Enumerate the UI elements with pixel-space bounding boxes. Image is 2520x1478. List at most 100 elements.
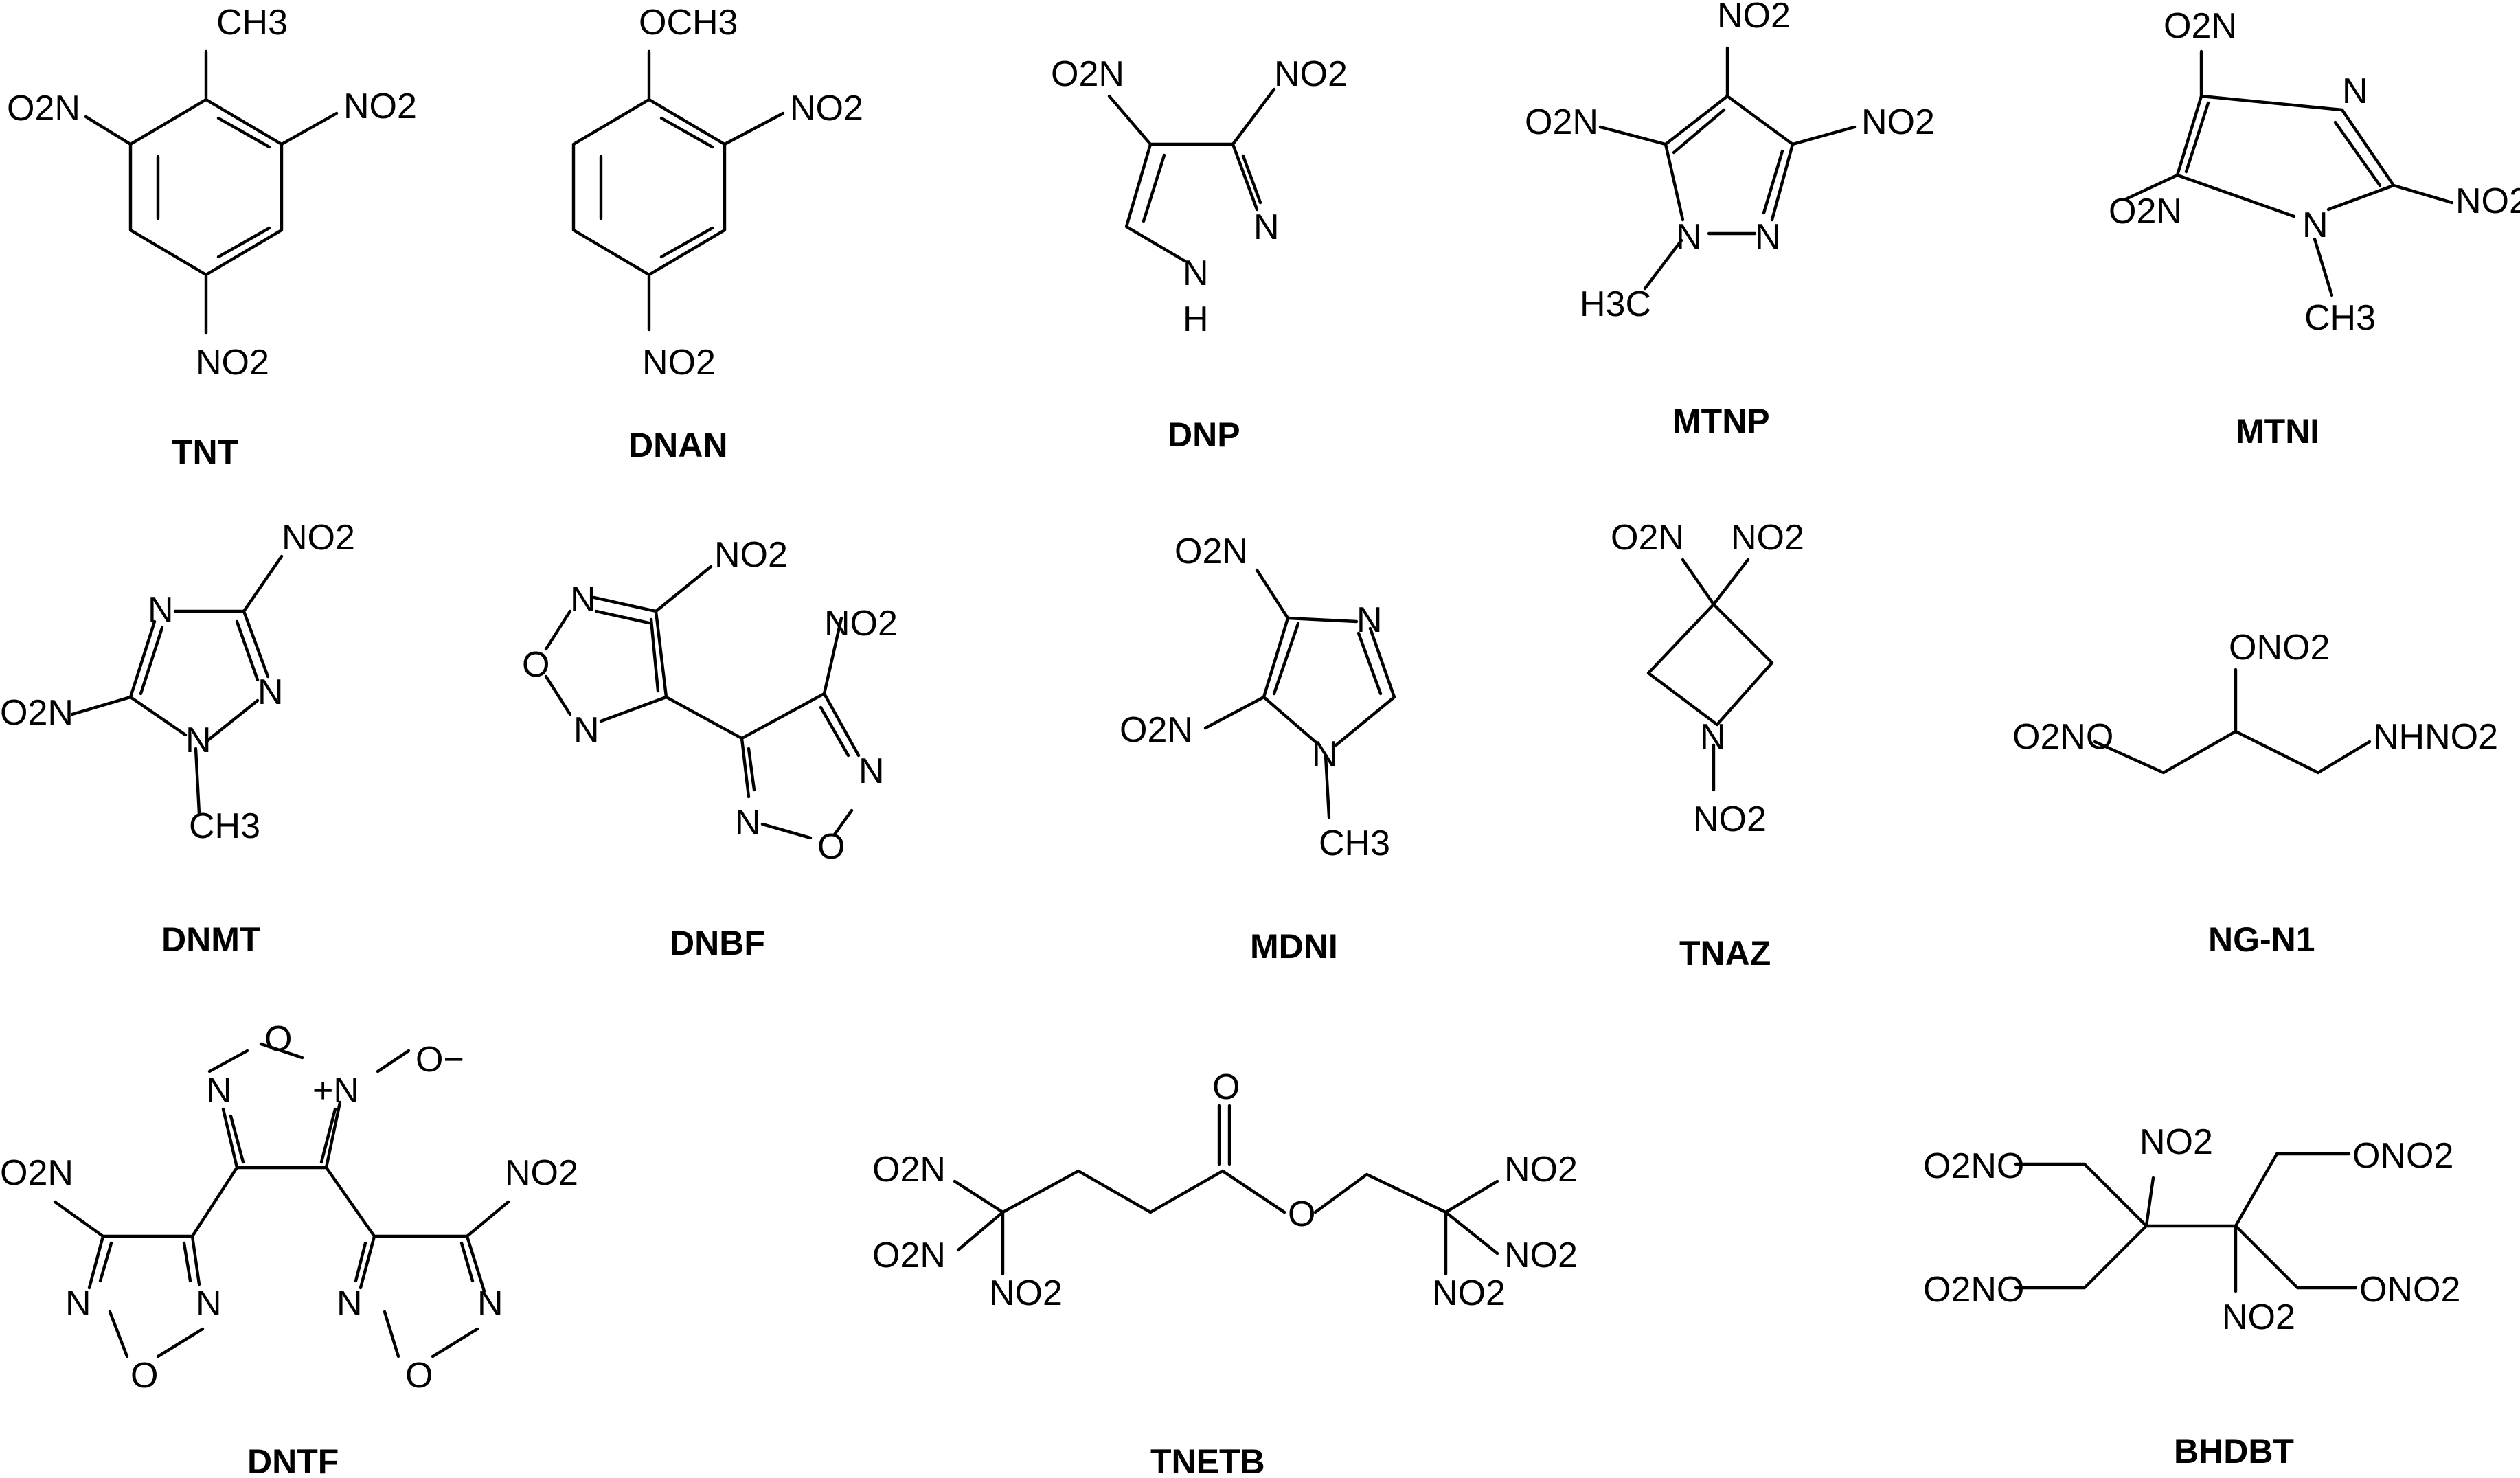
structure-tnt: CH3 O2N NO2 NO2 TNT — [7, 3, 417, 471]
structure-dntf: O N +N O− O2N NO2 N N O N N O DNTF — [0, 1019, 578, 1478]
tnaz-nitro-left-label: O2N — [1611, 518, 1684, 558]
dntf-n-l1-label: N — [65, 1284, 91, 1323]
mtnp-bonds — [1598, 46, 1857, 291]
mdni-n3-label: N — [1357, 600, 1383, 640]
dntf-n-left-label: N — [206, 1071, 232, 1111]
tnetb-nitro-l1-label: O2N — [872, 1150, 946, 1190]
mtni-caption: MTNI — [2236, 412, 2319, 451]
structure-tnaz: O2N NO2 N NO2 TNAZ — [1611, 518, 1804, 973]
mdni-n1-label: N — [1312, 734, 1338, 774]
mdni-nitro-top-label: O2N — [1174, 532, 1248, 571]
mtnp-n1-label: N — [1676, 217, 1702, 257]
dntf-n-r2-label: N — [477, 1284, 503, 1323]
structure-bhdbt: O2NO O2NO ONO2 ONO2 NO2 NO2 BHDBT — [1923, 1122, 2460, 1470]
dnmt-nitro-left-label: O2N — [0, 693, 73, 733]
mtnp-methyl-label: H3C — [1580, 284, 1651, 324]
dnmt-n1-label: N — [185, 720, 212, 760]
mtni-nitro-right-label: NO2 — [2455, 181, 2520, 221]
dnbf-nitro-b-label: NO2 — [824, 604, 898, 644]
dnp-n2-label: N — [1253, 207, 1280, 247]
dntf-o-l-label: O — [130, 1356, 158, 1396]
structure-dnbf: NO2 NO2 N O N N N O DNBF — [522, 535, 898, 962]
mtni-methyl-label: CH3 — [2304, 298, 2376, 338]
mtni-n3-label: N — [2342, 71, 2368, 111]
tnt-nitro-right-label: NO2 — [343, 87, 417, 126]
mtni-nitro-top-label: O2N — [2164, 6, 2237, 46]
dnan-caption: DNAN — [628, 426, 727, 464]
tnetb-ester-o-label: O — [1288, 1194, 1315, 1234]
mdni-bonds — [1203, 568, 1396, 819]
tnt-bonds — [84, 49, 339, 335]
mtnp-nitro-top-label: NO2 — [1717, 0, 1791, 36]
dntf-bonds — [53, 1042, 510, 1358]
mtnp-n2-label: N — [1755, 217, 1781, 257]
mtnp-nitro-left-label: O2N — [1525, 102, 1598, 142]
dnbf-n-b2-label: N — [735, 803, 761, 843]
dntf-nitro-right-label: NO2 — [505, 1153, 578, 1193]
tnetb-bonds — [953, 1104, 1499, 1276]
ngn1-nitramine-label: NHNO2 — [2373, 717, 2498, 757]
ngn1-caption: NG-N1 — [2208, 920, 2315, 959]
bhdbt-nitrate-bl-label: O2NO — [1923, 1270, 2024, 1310]
bhdbt-nitrate-tl-label: O2NO — [1923, 1146, 2024, 1186]
structure-dnmt: NO2 O2N N N N CH3 DNMT — [0, 518, 355, 959]
dnan-methoxy-label: OCH3 — [639, 3, 738, 43]
dnp-nitro-left-label: O2N — [1051, 54, 1124, 94]
mdni-methyl-label: CH3 — [1319, 823, 1390, 863]
dnmt-n4-label: N — [148, 590, 174, 630]
dnan-nitro-bottom-label: NO2 — [642, 343, 716, 383]
tnt-caption: TNT — [172, 433, 238, 471]
tnaz-caption: TNAZ — [1679, 934, 1771, 973]
structure-tnetb: O O O2N O2N NO2 NO2 NO2 NO2 TNETB — [872, 1067, 1578, 1478]
dnp-n1-label: N — [1183, 253, 1209, 293]
bhdbt-bonds — [2014, 1152, 2358, 1293]
tnetb-nitro-r2-label: NO2 — [1504, 1236, 1578, 1275]
tnt-methyl-label: CH3 — [216, 3, 288, 43]
dnmt-methyl-label: CH3 — [189, 806, 260, 846]
dntf-nitro-left-label: O2N — [0, 1153, 73, 1193]
tnetb-carbonyl-o-label: O — [1212, 1067, 1240, 1107]
dnmt-nitro-top-label: NO2 — [282, 518, 355, 558]
mtni-bonds — [2124, 49, 2454, 297]
dnp-h-label: H — [1183, 299, 1209, 339]
dntf-n-r1-label: N — [337, 1284, 363, 1323]
structure-mtni: O2N O2N NO2 N N CH3 MTNI — [2109, 6, 2520, 451]
tnaz-n-label: N — [1700, 717, 1726, 757]
tnetb-nitro-l3-label: NO2 — [989, 1273, 1063, 1313]
dnp-caption: DNP — [1168, 416, 1240, 454]
bhdbt-nitrate-br-label: ONO2 — [2359, 1270, 2460, 1310]
dnp-bonds — [1107, 87, 1276, 263]
tnetb-nitro-r1-label: NO2 — [1504, 1150, 1578, 1190]
dnbf-o-b-label: O — [817, 827, 845, 867]
dnp-nitro-right-label: NO2 — [1274, 54, 1348, 94]
tnetb-nitro-l2-label: O2N — [872, 1236, 946, 1275]
dnbf-n-a2-label: N — [574, 710, 600, 750]
dntf-o-minus-label: O− — [416, 1040, 464, 1080]
ngn1-bonds — [2093, 668, 2372, 775]
dnbf-nitro-a-label: NO2 — [714, 535, 788, 575]
mtnp-caption: MTNP — [1672, 402, 1770, 440]
dnbf-n-a1-label: N — [570, 580, 596, 619]
structure-dnan: OCH3 NO2 NO2 DNAN — [571, 3, 863, 464]
structure-ng-n1: O2NO ONO2 NHNO2 NG-N1 — [2012, 628, 2498, 959]
ngn1-nitrate-left-label: O2NO — [2012, 717, 2113, 757]
dnmt-n2-label: N — [258, 672, 284, 712]
mdni-caption: MDNI — [1250, 927, 1338, 966]
dnbf-n-b1-label: N — [859, 751, 885, 791]
dnbf-bonds — [544, 565, 861, 840]
dnbf-o-a-label: O — [522, 645, 549, 685]
dntf-caption: DNTF — [247, 1442, 339, 1478]
dnmt-caption: DNMT — [161, 920, 260, 959]
mtni-nitro-left-label: O2N — [2109, 192, 2182, 231]
tnt-nitro-left-label: O2N — [7, 89, 80, 128]
dntf-o-r-label: O — [405, 1356, 433, 1396]
tnetb-caption: TNETB — [1150, 1442, 1265, 1478]
mtnp-nitro-right-label: NO2 — [1861, 102, 1935, 142]
tnaz-bonds — [1646, 558, 1774, 792]
tnetb-nitro-r3-label: NO2 — [1432, 1273, 1506, 1313]
structure-mtnp: NO2 O2N NO2 N N H3C MTNP — [1525, 0, 1935, 440]
dnbf-caption: DNBF — [670, 924, 765, 962]
dntf-o-center-label: O — [264, 1019, 292, 1059]
dnan-nitro-right-label: NO2 — [790, 89, 863, 128]
